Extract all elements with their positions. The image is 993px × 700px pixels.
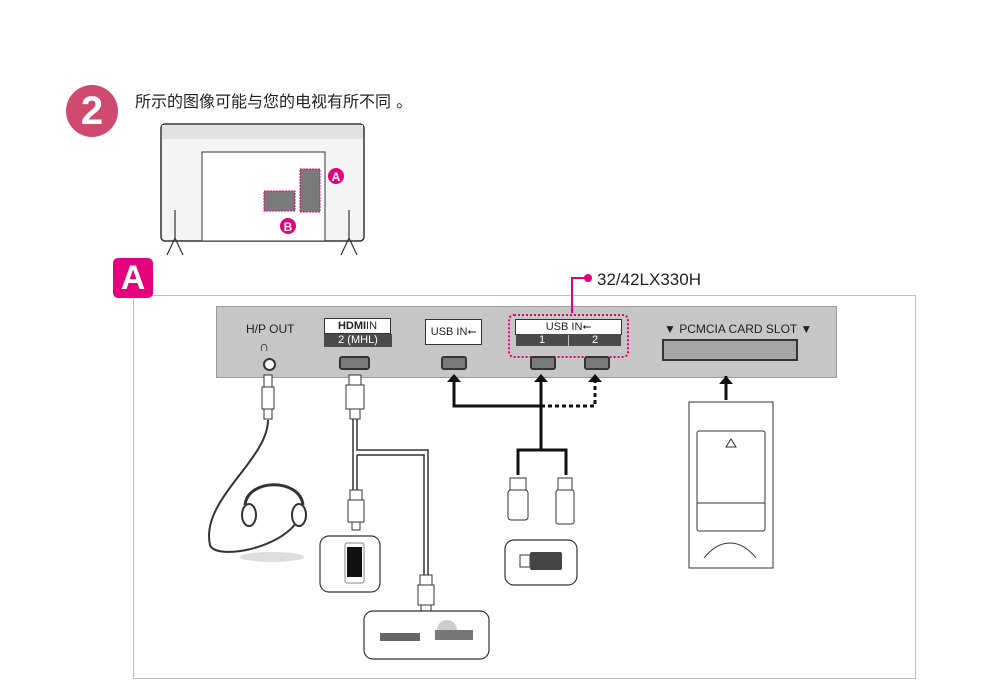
- hdmi-in-label: IN: [366, 320, 378, 332]
- headphone-jack[interactable]: [263, 358, 276, 371]
- usb-dual-label-box: USB IN⭠: [515, 319, 622, 335]
- pcmcia-label: ▼ PCMCIA CARD SLOT ▼: [664, 322, 813, 336]
- hdmi-port[interactable]: [339, 356, 370, 370]
- usb-port-2-label: 2: [569, 334, 621, 346]
- headphone-cable: [208, 374, 299, 553]
- usb-port-1[interactable]: [530, 356, 556, 370]
- model-leader-dot: [584, 274, 592, 282]
- callout-a-label: A: [332, 170, 341, 184]
- model-label: 32/42LX330H: [597, 270, 701, 289]
- callout-b-marker: [280, 218, 296, 234]
- usb-dual-highlight: [508, 314, 629, 358]
- arrow-up-icon: [534, 374, 548, 382]
- usb-in-label: USB IN: [430, 326, 468, 338]
- usb-symbol-icon: ⭠: [582, 321, 592, 333]
- tv-back-illustration: [160, 123, 365, 256]
- callout-b-label: B: [284, 220, 293, 234]
- usb-port-single[interactable]: [441, 356, 467, 370]
- usb-symbol-icon: ⭠: [467, 326, 477, 338]
- hp-out-label: H/P OUT: [246, 322, 295, 336]
- section-a-frame: [133, 295, 916, 679]
- ci-card-icon: [688, 401, 774, 569]
- usb-port-2[interactable]: [584, 356, 610, 370]
- headphones-icon: [240, 483, 307, 562]
- usb-dual-label: USB IN: [545, 321, 583, 333]
- usb-in-label-box: USB IN⭠: [425, 319, 482, 345]
- hdmi-logo: HDMI: [337, 320, 367, 332]
- hdmi-label-box: HDMIIN: [324, 318, 391, 334]
- hdmi-sub-label: 2 (MHL): [324, 334, 392, 347]
- step-number-badge: 2: [66, 85, 118, 137]
- callout-a-marker: [328, 168, 344, 184]
- usb-connection-lines: [452, 378, 597, 475]
- hdmi-cable: [345, 374, 435, 618]
- model-leader-line: [571, 277, 586, 313]
- usb-plug-icons: [507, 477, 575, 525]
- usb-port-1-label: 1: [516, 334, 568, 346]
- arrow-up-icon: [588, 374, 602, 382]
- step-caption: 所示的图像可能与您的电视有所不同 。: [135, 92, 413, 111]
- smartphone-icon: [319, 535, 381, 593]
- pcmcia-slot[interactable]: [662, 339, 798, 361]
- arrow-up-icon: [447, 374, 461, 382]
- usb-drive-icon: [504, 539, 578, 586]
- headphone-icon: ∩: [259, 338, 270, 354]
- media-player-icons: [363, 610, 490, 660]
- section-a-badge: A: [113, 258, 153, 298]
- arrow-up-icon: [719, 376, 733, 384]
